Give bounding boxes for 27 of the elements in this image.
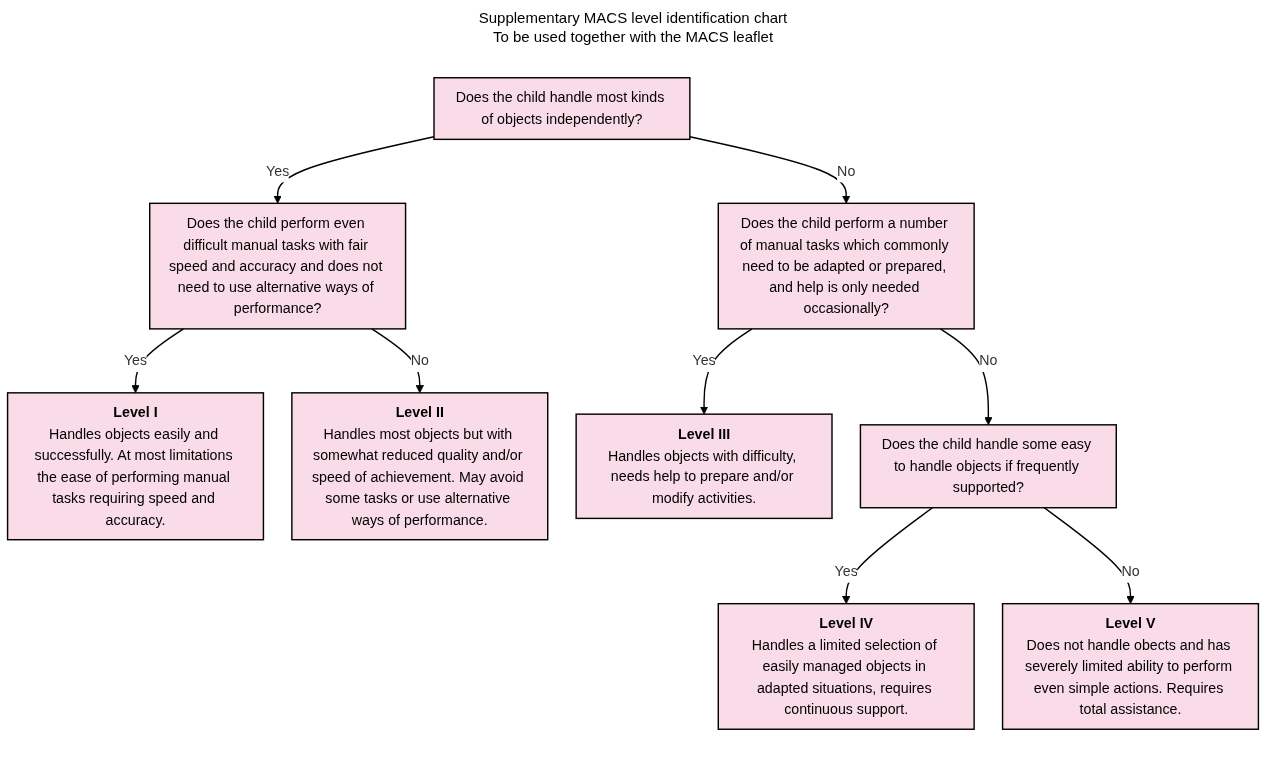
node-box: Does the child perform even difficult manual tasks with fair speed and accuracy and does not need to use alternative ways of performance? [149,202,407,330]
arrow [842,507,934,605]
chart-title: Supplementary MACS level identification chart [478,8,788,27]
node-box: Level IV Handles a limited selection of easily managed objects in adapted situations, requires continuous support. [717,602,975,730]
arrow [699,328,753,415]
edge-label: Yes [266,162,290,179]
arrow [689,136,851,204]
node-box: Does the child handle most kinds of objects independently? [433,77,691,141]
edge-label: Yes [692,352,716,369]
edge-label: No [979,352,998,369]
edge-label: No [410,352,429,369]
edge-label: Yes [123,352,148,369]
edge-label: Yes [834,562,858,580]
node-box: Does the child handle some easy to handle objects if frequently supported? [859,424,1117,509]
subtitle: To be used together with the MACS leaflet [492,27,774,46]
node-box: Level I Handles objects easily and successfully. At most limitations the ease of performing manual tasks requiring speed and accuracy. [6,392,265,541]
arrow [131,328,185,394]
node-box: Level V Does not handle obects and has severely limited ability to perform even simple actions. Requires total assistance. [1001,602,1260,730]
arrow [371,328,424,394]
node-box: Does the child perform a number of manual tasks which commonly need to be adapted or prepared, and help is only needed occasionally? [717,202,975,330]
arrow [1043,507,1135,605]
edge-label: No [837,162,856,179]
node-box: Level III Handles objects with difficulty, needs help to prepare and/or modify activities. [575,413,833,520]
arrow [939,328,993,426]
edge-label: No [1121,562,1140,580]
arrow [273,136,435,204]
node-box: Level II Handles most objects but with somewhat reduced quality and/or speed of achievement. May avoid some tasks or use alternative ways of performance. [291,392,549,541]
